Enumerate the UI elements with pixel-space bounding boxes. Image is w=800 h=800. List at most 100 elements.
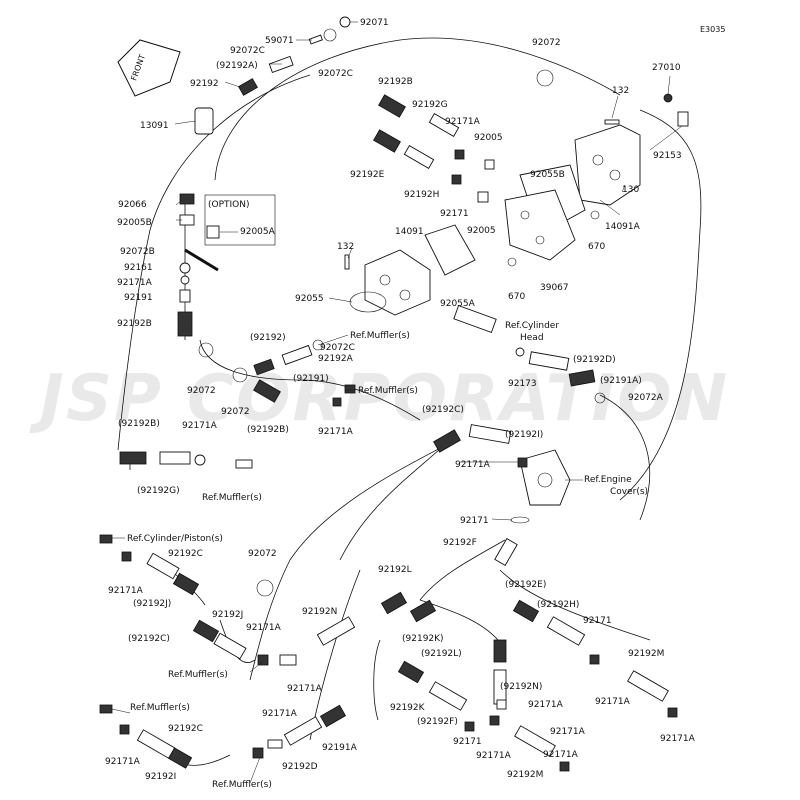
label-92055: 92055 — [295, 294, 324, 304]
label-92072a: 92072A — [628, 393, 664, 403]
label-13091: 13091 — [140, 121, 169, 131]
label-39067: 39067 — [540, 283, 569, 293]
gasket-92055a — [424, 224, 476, 276]
label-ref-engine: Ref.Engine — [584, 475, 632, 485]
label-92192c-b: 92192C — [168, 724, 203, 734]
label-92171a-o: 92171A — [660, 734, 696, 744]
option-label: (OPTION) — [208, 200, 250, 210]
label-92192c-paren: (92192C) — [422, 405, 464, 415]
label-ref-muffler-5: Ref.Muffler(s) — [130, 703, 190, 713]
label-92192-paren: (92192) — [250, 333, 286, 343]
label-92171a-d: 92171A — [182, 421, 218, 431]
label-92191-paren: (92191) — [293, 374, 329, 384]
label-92192n-paren: (92192N) — [500, 682, 542, 692]
label-92192h-paren: (92192H) — [537, 600, 579, 610]
label-92171-c: 92171 — [583, 616, 612, 626]
label-92171a-n: 92171A — [550, 727, 586, 737]
ribbed-hose-springs — [119, 78, 596, 769]
label-92072-c: 92072 — [248, 549, 277, 559]
label-ref-muffler-3: Ref.Muffler(s) — [202, 493, 262, 503]
label-92055b: 92055B — [530, 170, 565, 180]
label-92171a-g: 92171A — [246, 623, 282, 633]
label-27010: 27010 — [652, 63, 681, 73]
label-ref-muffler-4: Ref.Muffler(s) — [168, 670, 228, 680]
label-92192k: 92192K — [390, 703, 426, 713]
label-92171a-e: 92171A — [455, 460, 491, 470]
label-92192l: 92192L — [378, 565, 412, 575]
label-92173: 92173 — [508, 379, 537, 389]
label-92171a-c: 92171A — [318, 427, 354, 437]
label-92005a: 92005A — [240, 227, 276, 237]
label-92072c: 92072C — [230, 46, 265, 56]
label-130: 130 — [622, 185, 639, 195]
fittings-and-clamps — [99, 16, 689, 772]
label-92192e-paren: (92192E) — [505, 580, 546, 590]
label-92191a: 92191A — [322, 743, 358, 753]
label-92171a-b: 92171A — [117, 278, 153, 288]
label-92072-top: 92072 — [532, 38, 561, 48]
label-92192d: (92192D) — [573, 355, 616, 365]
label-132: 132 — [612, 86, 629, 96]
label-92171a-l: 92171A — [105, 757, 141, 767]
plain-hose-tubes — [136, 55, 669, 759]
o-ring-92055 — [349, 291, 387, 313]
option-box — [204, 194, 276, 246]
label-92072-a: 92072 — [187, 386, 216, 396]
label-92072b: 92072B — [120, 247, 155, 257]
part-labels: E3035 92071 59071 92072C (92192A) 92192 … — [105, 18, 725, 790]
label-ref-cylinder-head: Ref.Cylinder — [505, 321, 559, 331]
diagram-code: E3035 — [700, 25, 725, 34]
label-ref-cylinder-piston: Ref.Cylinder/Piston(s) — [127, 534, 223, 544]
valve-body-14091 — [364, 249, 431, 316]
label-92171a-h: 92171A — [287, 684, 323, 694]
label-92171a-j: 92171A — [528, 700, 564, 710]
label-92161: 92161 — [124, 263, 153, 273]
label-92192b-b: 92192B — [117, 319, 152, 329]
label-92192n: 92192N — [302, 607, 337, 617]
label-92192l-paren: (92192L) — [421, 649, 462, 659]
label-92192h: 92192H — [404, 190, 439, 200]
label-92192f: 92192F — [443, 538, 477, 548]
label-14091: 14091 — [395, 227, 424, 237]
label-92192a-b: 92192A — [318, 354, 354, 364]
front-arrow-icon: FRONT — [117, 39, 181, 97]
label-92171a-m: 92171A — [476, 751, 512, 761]
label-ref-muffler-2: Ref.Muffler(s) — [358, 386, 418, 396]
hose-routing — [117, 37, 702, 766]
label-92192c: 92192C — [168, 549, 203, 559]
label-92192a: (92192A) — [216, 61, 258, 71]
label-92192i: 92192I — [145, 772, 176, 782]
label-92072c-b: 92072C — [318, 69, 353, 79]
engine-cover-valve — [519, 449, 571, 506]
label-92192f-paren: (92192F) — [417, 717, 458, 727]
label-92171a: 92171A — [445, 117, 481, 127]
label-92192g: 92192G — [412, 100, 448, 110]
label-92005-b: 92005 — [467, 226, 496, 236]
label-92192g-paren: (92192G) — [137, 486, 180, 496]
label-92191: 92191 — [124, 293, 153, 303]
label-92192b-paren: (92192B) — [247, 425, 289, 435]
label-92005b: 92005B — [117, 218, 152, 228]
label-92192j: 92192J — [212, 610, 243, 620]
label-92171a-p: 92171A — [543, 750, 579, 760]
label-ref-muffler-1: Ref.Muffler(s) — [350, 331, 410, 341]
label-92192k-paren: (92192K) — [402, 634, 444, 644]
leader-lines — [111, 21, 683, 784]
label-92192e: 92192E — [350, 170, 385, 180]
label-92192b: 92192B — [378, 77, 413, 87]
label-92171a-f: 92171A — [108, 586, 144, 596]
valve-body-39067 — [504, 189, 576, 261]
label-92171-b: 92171 — [460, 516, 489, 526]
label-92192: 92192 — [190, 79, 219, 89]
label-92055a: 92055A — [440, 299, 476, 309]
label-92072-b: 92072 — [221, 407, 250, 417]
label-92192b-paren-2: (92192B) — [118, 419, 160, 429]
label-132-b: 132 — [337, 242, 354, 252]
label-92171-d: 92171 — [453, 737, 482, 747]
label-ref-muffler-6: Ref.Muffler(s) — [212, 780, 272, 790]
label-92171a-i: 92171A — [595, 697, 631, 707]
label-92192m-b: 92192M — [507, 770, 543, 780]
label-92066: 92066 — [118, 200, 147, 210]
